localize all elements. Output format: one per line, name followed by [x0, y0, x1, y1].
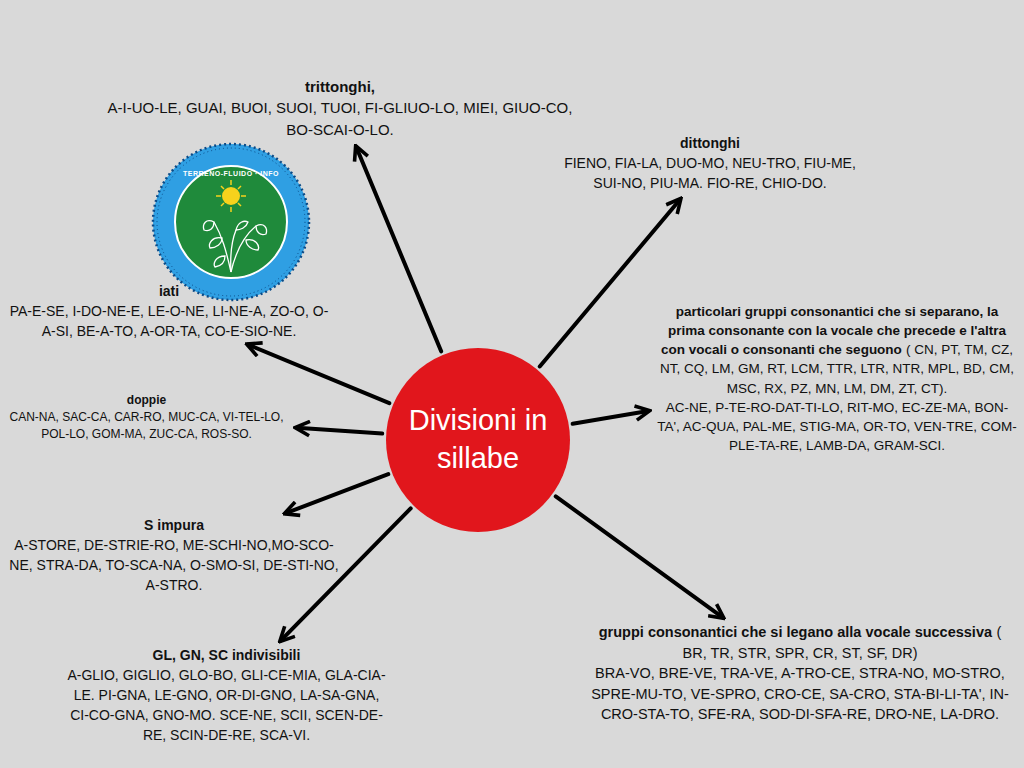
topic-examples: A-I-UO-LE, GUAI, BUOI, SUOI, TUOI, FI-GL…	[100, 97, 580, 140]
logo-center	[175, 166, 287, 278]
topic-heading: trittonghi,	[100, 76, 580, 97]
arrow-connector	[356, 147, 441, 351]
topic-examples: AC-NE, P-TE-RO-DAT-TI-LO, RIT-MO, EC-ZE-…	[656, 398, 1018, 455]
arrow-connector	[556, 496, 723, 617]
arrow-connector	[286, 474, 388, 513]
topic-box: gruppi consonantici che si legano alla v…	[590, 622, 1010, 725]
arrow-connector	[281, 508, 411, 640]
topic-box: doppieCAN-NA, SAC-CA, CAR-RO, MUC-CA, VI…	[4, 392, 289, 443]
topic-heading: doppie	[4, 392, 289, 409]
topic-examples: BRA-VO, BRE-VE, TRA-VE, A-TRO-CE, STRA-N…	[590, 663, 1010, 725]
topic-box: GL, GN, SC indivisibiliA-GLIO, GIGLIO, G…	[64, 646, 389, 745]
sun-rays	[216, 180, 246, 212]
topic-box: particolari gruppi consonantici che si s…	[656, 302, 1018, 455]
topic-examples: A-STORE, DE-STRIE-RO, ME-SCHI-NO,MO-SCO-…	[4, 536, 344, 596]
center-title: Divisioni in sillabe	[386, 402, 570, 477]
topic-box: iatiPA-E-SE, I-DO-NE-E, LE-O-NE, LI-NE-A…	[4, 282, 334, 342]
arrow-connector	[573, 411, 648, 424]
topic-heading: gruppi consonantici che si legano alla v…	[599, 624, 992, 640]
logo-ring	[153, 144, 309, 300]
logo-dots	[157, 148, 305, 296]
topic-box: trittonghi,A-I-UO-LE, GUAI, BUOI, SUOI, …	[100, 76, 580, 140]
plant	[203, 221, 266, 272]
topic-examples: FIENO, FIA-LA, DUO-MO, NEU-TRO, FIU-ME, …	[560, 154, 860, 194]
arrow-connector	[297, 428, 382, 434]
center-circle: Divisioni in sillabe	[386, 348, 570, 532]
sun	[222, 187, 240, 205]
topic-heading: iati	[4, 282, 334, 302]
topic-examples: PA-E-SE, I-DO-NE-E, LE-O-NE, LI-NE-A, ZO…	[4, 302, 334, 342]
topic-box: S impuraA-STORE, DE-STRIE-RO, ME-SCHI-NO…	[4, 516, 344, 596]
topic-heading: dittonghi	[560, 134, 860, 154]
arrow-connector	[540, 200, 680, 367]
topic-examples: A-GLIO, GIGLIO, GLO-BO, GLI-CE-MIA, GLA-…	[64, 666, 389, 746]
arrow-connector	[248, 345, 389, 404]
topic-examples: CAN-NA, SAC-CA, CAR-RO, MUC-CA, VI-TEL-L…	[4, 409, 289, 443]
topic-heading: S impura	[4, 516, 344, 536]
topic-heading: GL, GN, SC indivisibili	[64, 646, 389, 666]
topic-box: dittonghiFIENO, FIA-LA, DUO-MO, NEU-TRO,…	[560, 134, 860, 194]
watermark: TERRENO-FLUIDO · INFO	[181, 170, 281, 177]
